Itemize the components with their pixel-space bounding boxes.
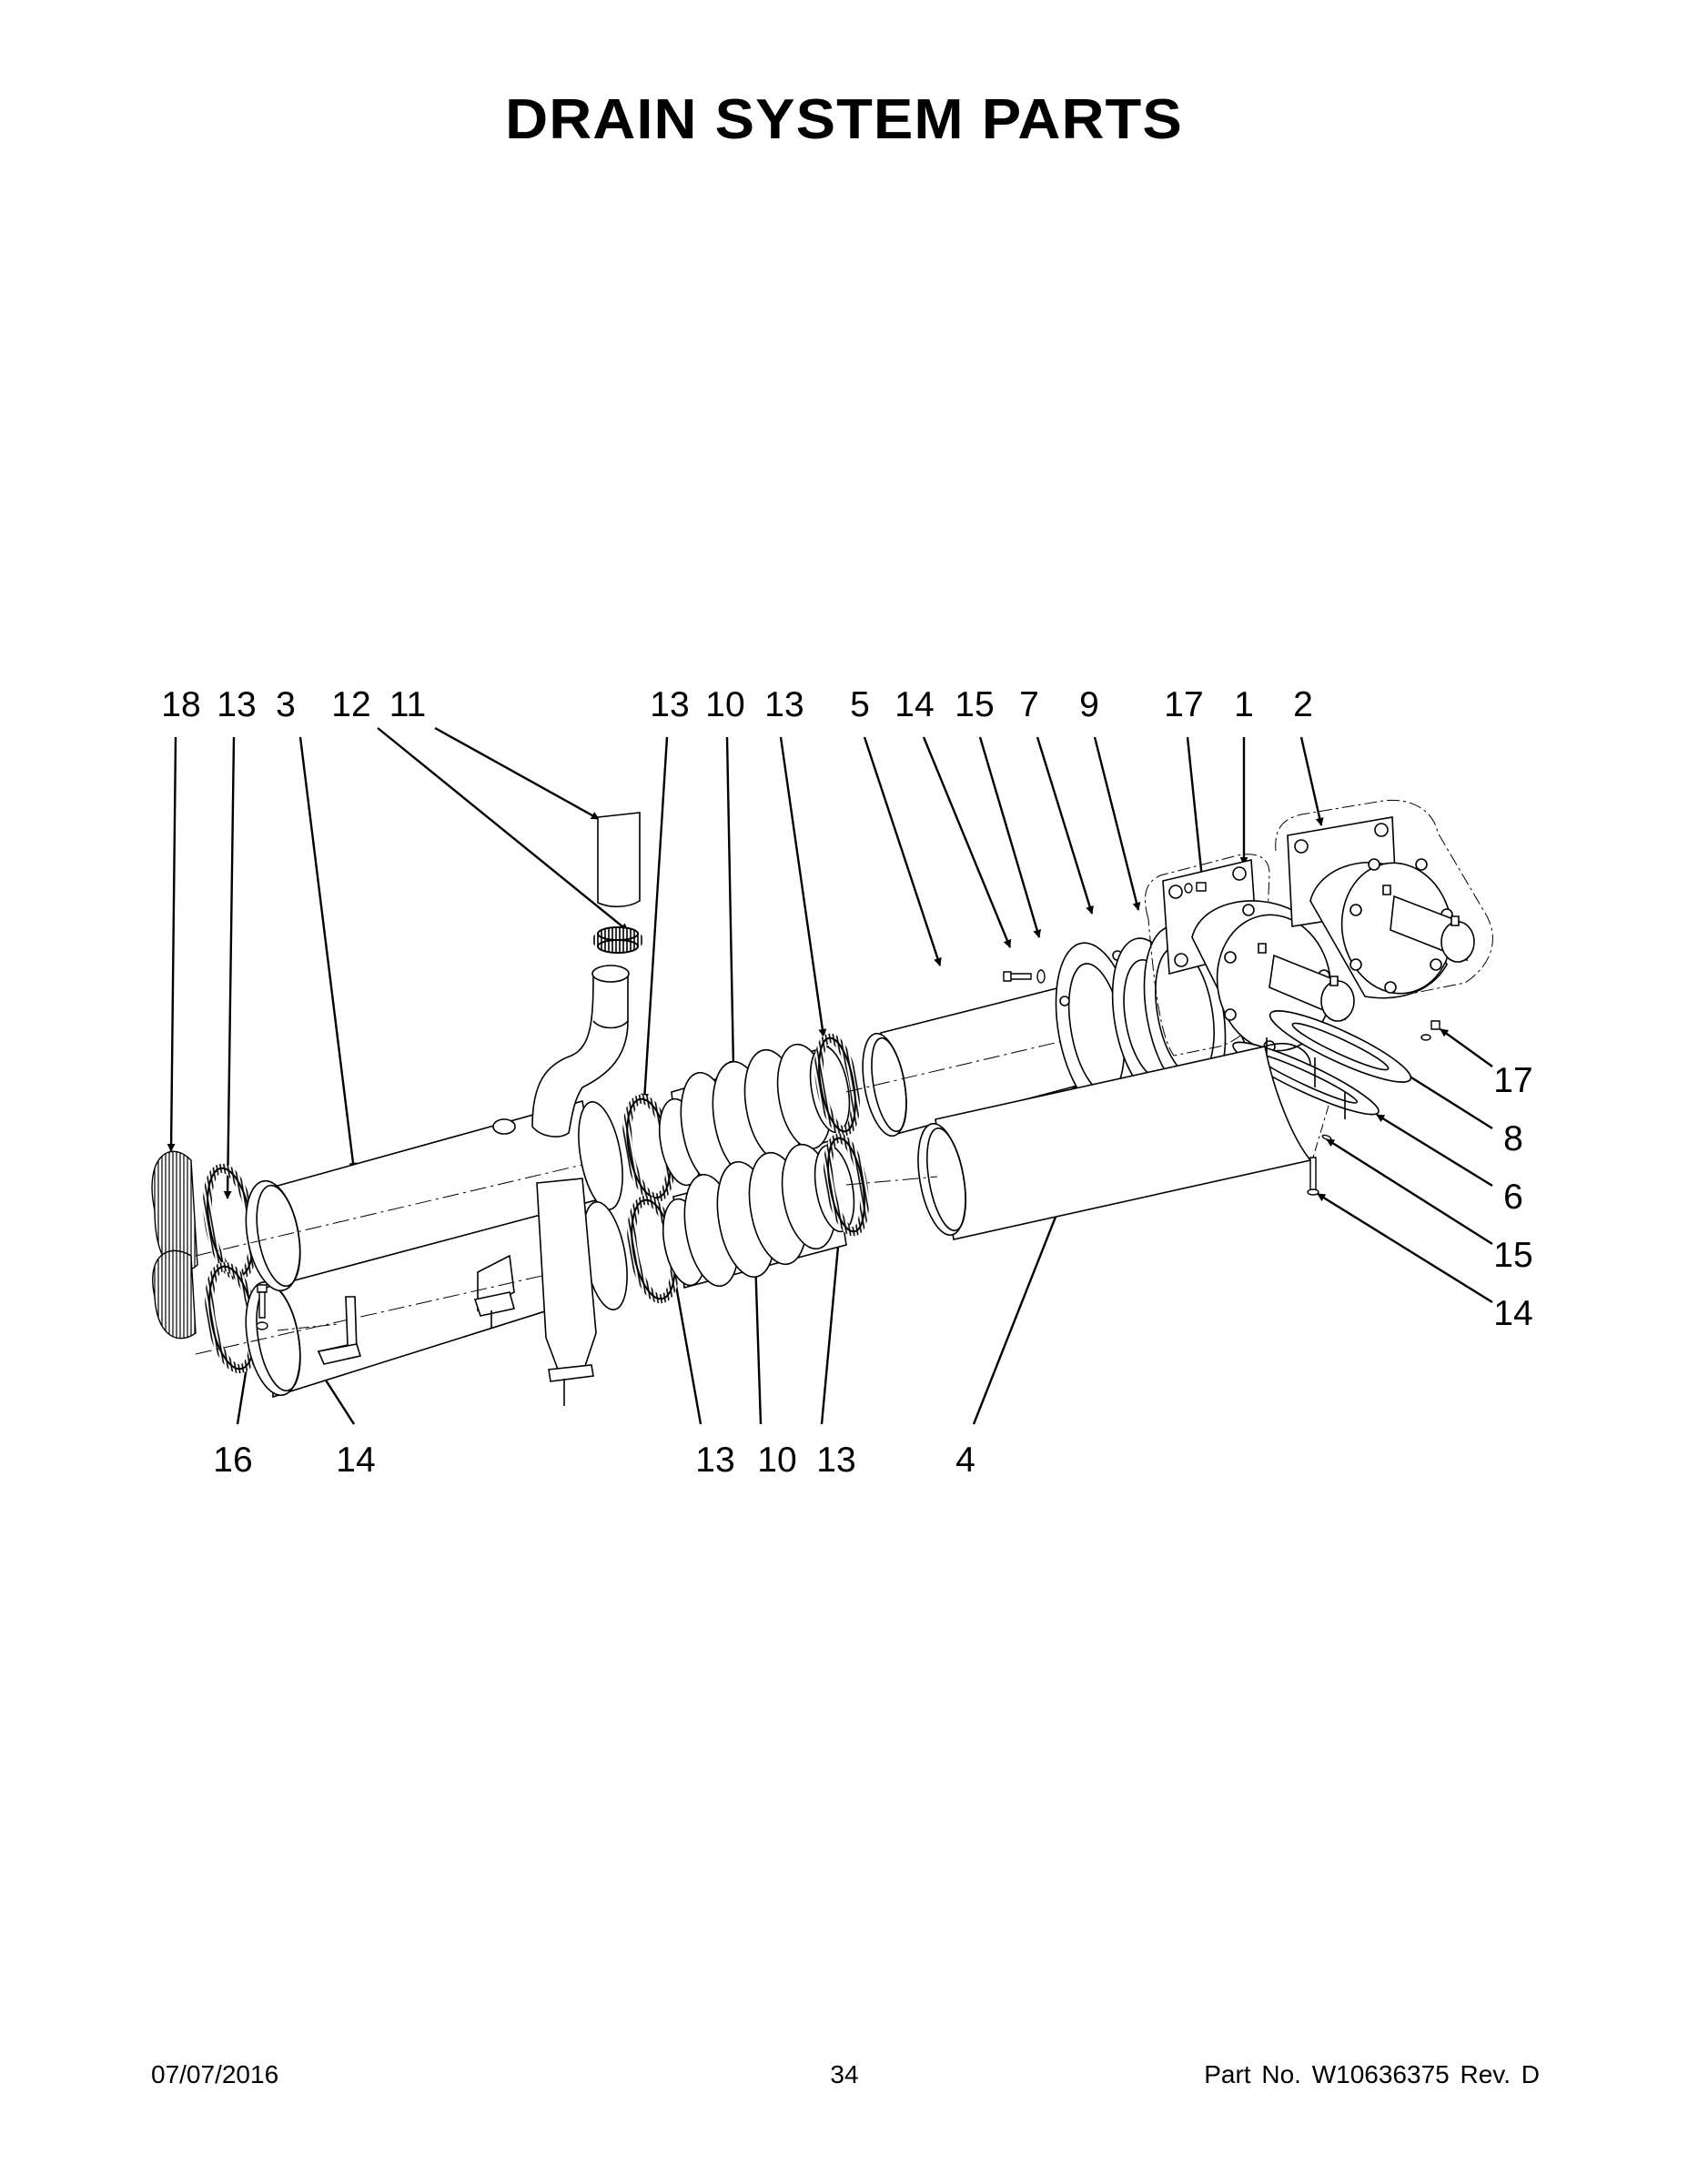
callout-1: 1	[1234, 685, 1254, 724]
callout-17: 17	[1493, 1061, 1533, 1100]
part-18-coil-insert-lower	[153, 1250, 196, 1338]
footer-date: 07/07/2016	[151, 2060, 279, 2088]
callout-14: 14	[1493, 1294, 1533, 1333]
callout-10: 10	[705, 685, 745, 724]
part-16-washer-left	[257, 1322, 268, 1330]
callout-15: 15	[1493, 1236, 1533, 1275]
part-14-bolt-left	[258, 1285, 267, 1318]
part-8-gasket-lower	[1264, 1000, 1417, 1094]
callout-6: 6	[1503, 1178, 1523, 1217]
part-2-drain-valve-housing-right	[1276, 800, 1493, 1002]
callout-14: 14	[895, 685, 935, 724]
callout-12: 12	[331, 685, 371, 724]
callout-9: 9	[1079, 685, 1099, 724]
part-17-nut-upper	[1185, 883, 1206, 893]
page-title: DRAIN SYSTEM PARTS	[505, 88, 1183, 151]
part-3-drain-manifold	[196, 966, 634, 1406]
callout-5: 5	[850, 685, 870, 724]
callout-18: 18	[161, 685, 201, 724]
part-15-washer-upper	[1037, 970, 1045, 983]
part-13-hose-clamp-upper-2	[813, 1036, 862, 1135]
callout-7: 7	[1019, 685, 1039, 724]
callout-13: 13	[650, 685, 690, 724]
footer-part-number: Part No. W10636375 Rev. D	[1204, 2060, 1540, 2088]
part-12-hose-clamp-small	[598, 927, 638, 953]
part-10-bellows-lower	[657, 1140, 860, 1290]
callout-8: 8	[1503, 1119, 1523, 1158]
callout-14: 14	[336, 1441, 376, 1480]
callout-13: 13	[217, 685, 257, 724]
callout-16: 16	[213, 1441, 253, 1480]
part-4-drain-pipe-lower	[846, 1044, 1310, 1239]
callout-13: 13	[764, 685, 804, 724]
part-14-bolt-lower	[1308, 1106, 1329, 1195]
part-14-bolt-upper	[1004, 972, 1031, 981]
callout-4: 4	[955, 1441, 975, 1480]
callout-13: 13	[695, 1441, 735, 1480]
footer-page-number: 34	[830, 2060, 859, 2088]
part-15-washer-lower	[1322, 1134, 1332, 1140]
callout-17: 17	[1164, 685, 1204, 724]
part-11-vent-hose	[598, 813, 640, 906]
callout-3: 3	[276, 685, 296, 724]
part-13-hose-clamp-lower-2	[822, 1136, 871, 1235]
callout-15: 15	[955, 685, 995, 724]
callout-11: 11	[389, 685, 427, 724]
callout-2: 2	[1293, 685, 1313, 724]
part-18-coil-insert-upper	[152, 1151, 197, 1271]
callout-13: 13	[816, 1441, 856, 1480]
part-17-nut-right	[1421, 1021, 1440, 1040]
callout-10: 10	[757, 1441, 797, 1480]
